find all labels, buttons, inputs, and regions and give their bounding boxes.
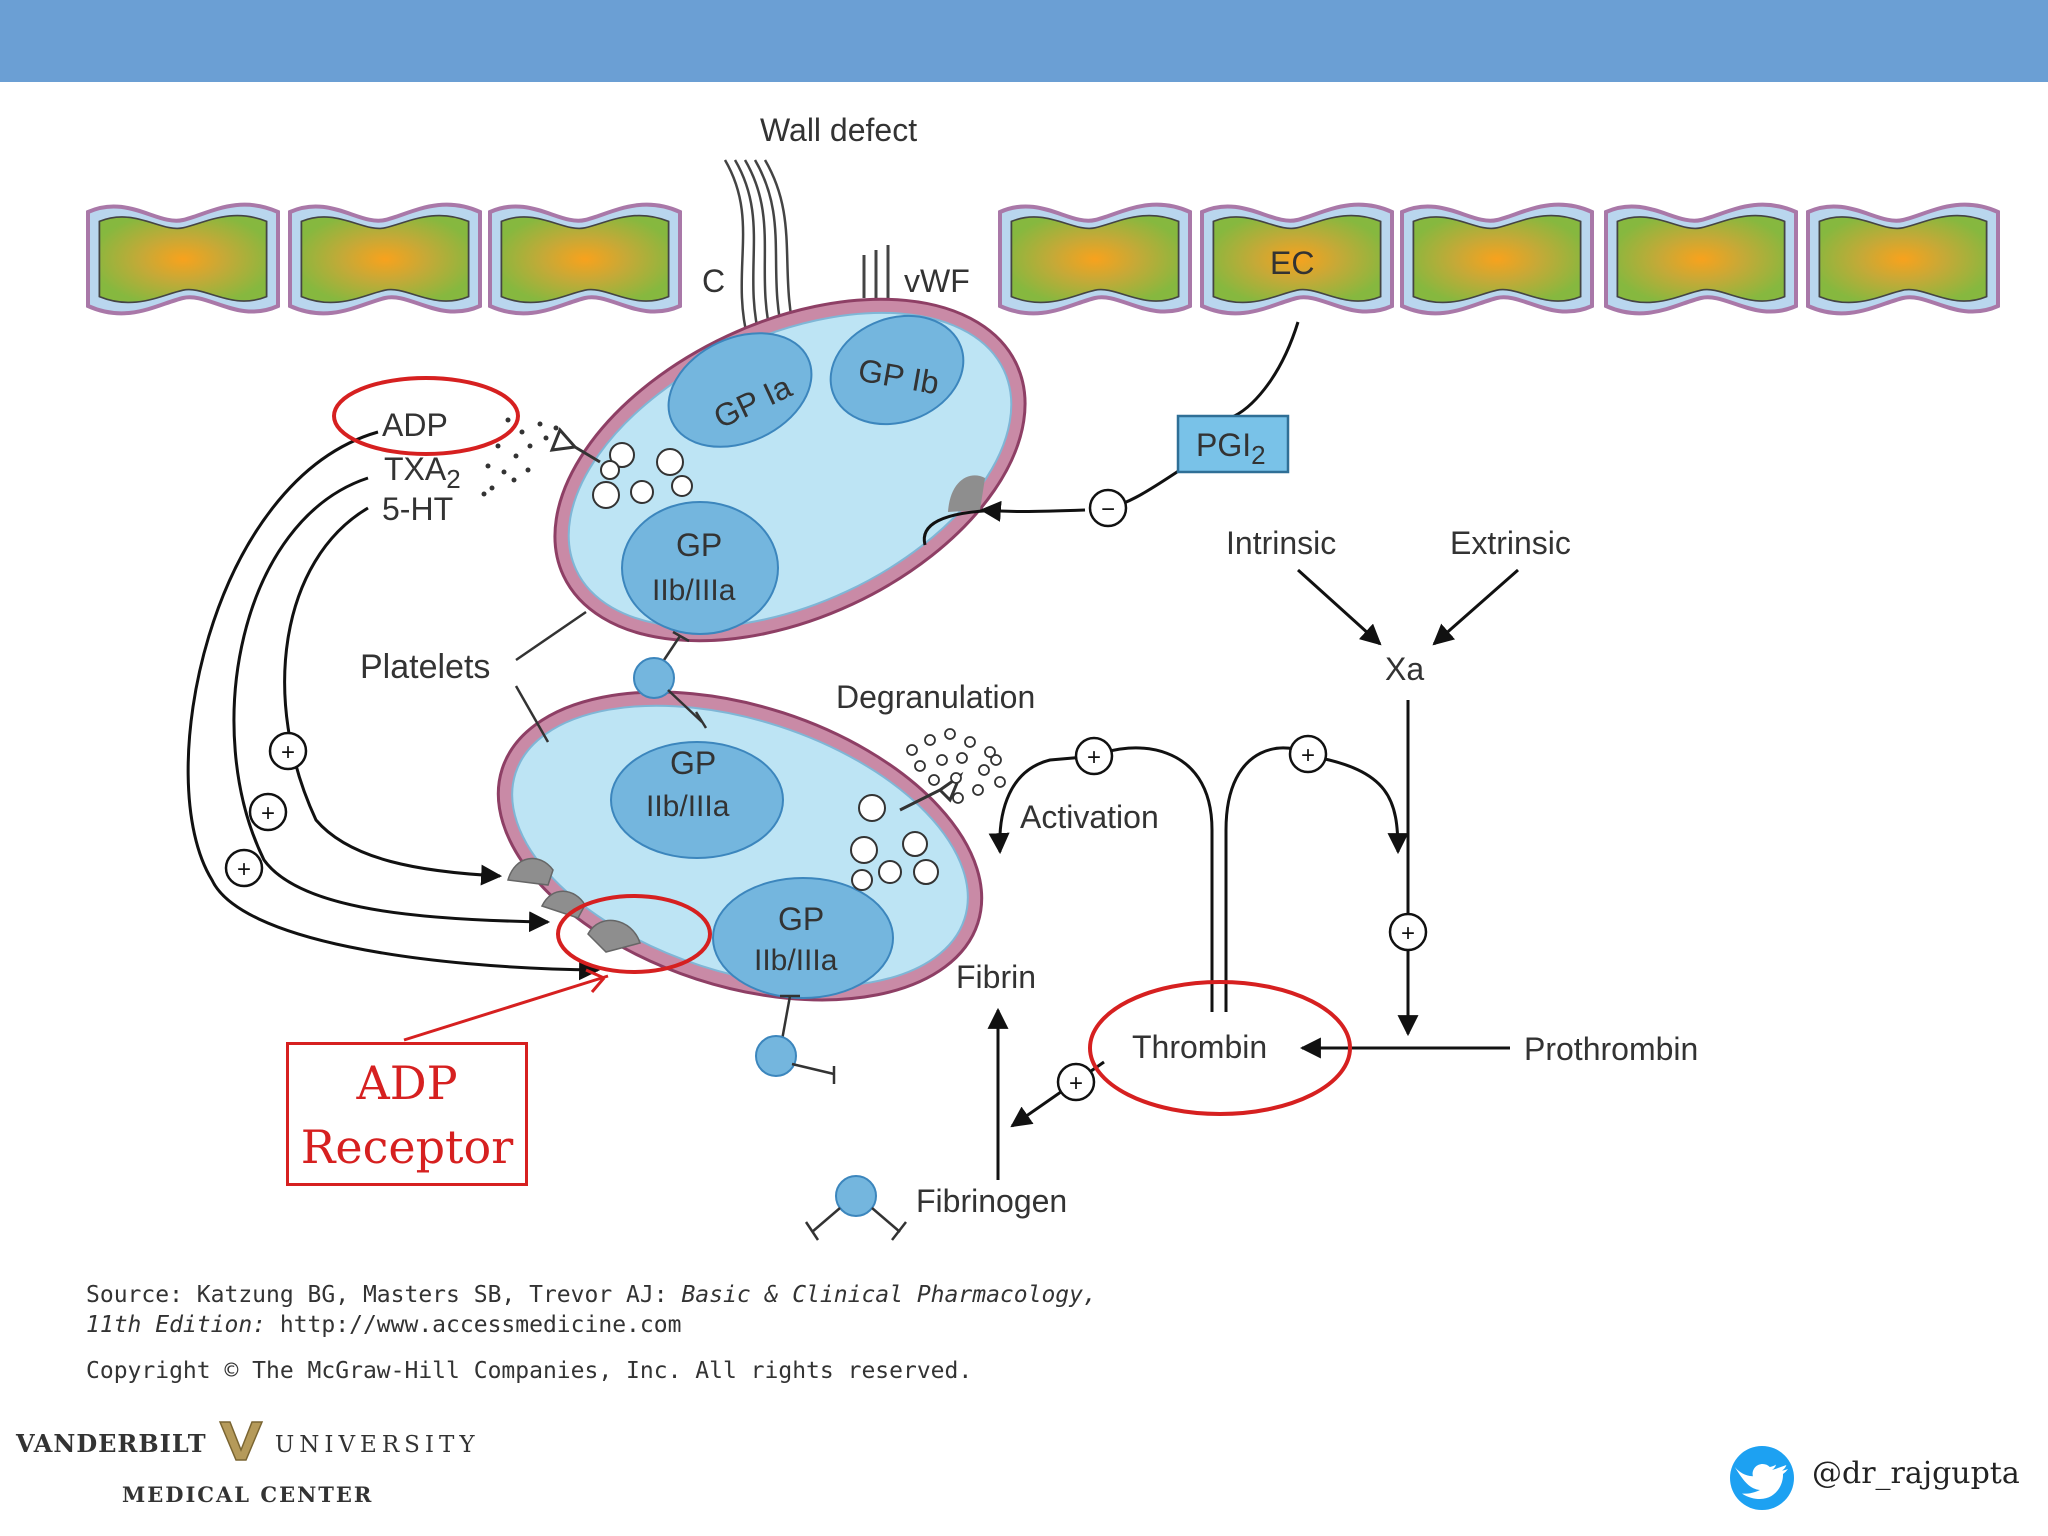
pgi2-label: PGI2 <box>1196 427 1266 470</box>
gp-label-upper: GP <box>676 527 722 563</box>
released-particles <box>481 417 559 497</box>
adp-label: ADP <box>382 407 448 443</box>
endothelial-cell-cytoplasm <box>300 214 470 304</box>
gp-iib-iiia-receptor-lower-left <box>610 741 784 859</box>
collagen-label: C <box>702 263 725 299</box>
fibrinogen-bound <box>755 994 836 1084</box>
logo-vanderbilt: VANDERBILT <box>16 1429 207 1458</box>
source-citation-line2: 11th Edition: http://www.accessmedicine.… <box>86 1312 681 1338</box>
pgi-receptor-upper <box>948 475 985 512</box>
wall-defect-label: Wall defect <box>760 112 917 148</box>
iib-iiia-label-upper: IIb/IIIa <box>652 574 736 607</box>
sign-glyphs: + + + + + + + − <box>237 496 1415 1097</box>
vwf-label: vWF <box>904 263 970 299</box>
source-citation-line1: Source: Katzung BG, Masters SB, Trevor A… <box>86 1282 1097 1308</box>
logo-medical-center: MEDICAL CENTER <box>122 1482 374 1507</box>
activation-label: Activation <box>1020 799 1159 835</box>
gp-ib-receptor <box>829 314 965 426</box>
txa2-label: TXA2 <box>384 451 461 494</box>
thrombin-label: Thrombin <box>1132 1029 1267 1065</box>
fibrinogen-molecule <box>804 1175 907 1241</box>
extrinsic-label: Extrinsic <box>1450 525 1571 561</box>
adp-receptor-callout-line1: ADP <box>356 1056 458 1110</box>
logo-university: UNIVERSITY <box>274 1432 480 1458</box>
plus-1: + <box>281 739 295 766</box>
prothrombin-label: Prothrombin <box>1524 1031 1698 1067</box>
sign-circles <box>224 488 1428 1102</box>
copyright-line: Copyright © The McGraw-Hill Companies, I… <box>86 1358 973 1384</box>
annotation-pointer <box>403 974 609 1042</box>
granules-lower <box>850 794 939 891</box>
twitter-bird-icon <box>1730 1446 1794 1510</box>
plus-2: + <box>261 800 275 827</box>
platelets-pointer-lines <box>514 610 587 743</box>
source-url: http://www.accessmedicine.com <box>266 1312 682 1338</box>
endothelial-cell-cytoplasm <box>98 214 268 304</box>
intrinsic-label: Intrinsic <box>1226 525 1336 561</box>
fibrin-label: Fibrin <box>956 959 1036 995</box>
twitter-handle: @dr_rajgupta <box>1812 1456 2020 1491</box>
fibrinogen-label: Fibrinogen <box>916 1183 1067 1219</box>
vanderbilt-logo: VANDERBILT UNIVERSITY MEDICAL CENTER <box>16 1420 480 1507</box>
plus-6: + <box>1401 920 1415 947</box>
annotation-highlights <box>332 376 1352 1116</box>
header-bar <box>0 0 2048 82</box>
five-ht-label: 5-HT <box>382 491 453 527</box>
oak-leaf-v-icon <box>218 1421 263 1461</box>
endothelial-cell-cytoplasm <box>1412 214 1582 304</box>
ec-label: EC <box>1270 245 1314 281</box>
endothelial-cell-cytoplasm <box>1010 214 1180 304</box>
source-edition: 11th Edition: <box>86 1312 267 1338</box>
granules-upper <box>592 442 693 509</box>
degranulation-particles <box>906 728 1006 804</box>
gp-label-lower-right: GP <box>778 901 824 937</box>
source-title: Basic & Clinical Pharmacology, <box>681 1282 1097 1308</box>
platelets-label: Platelets <box>360 648 490 686</box>
xa-label: Xa <box>1385 651 1424 687</box>
source-authors: Source: Katzung BG, Masters SB, Trevor A… <box>86 1282 682 1308</box>
degranulation-label: Degranulation <box>836 679 1035 715</box>
gp-iib-iiia-receptor-upper <box>621 501 779 635</box>
endothelial-cell-cytoplasm <box>1616 214 1786 304</box>
annotation-pointer-head <box>585 968 606 993</box>
gp-label-lower-left: GP <box>670 745 716 781</box>
fibrinogen-bridge <box>633 630 708 729</box>
degranulation-arrow <box>899 771 964 812</box>
adp-receptor-callout-line2: Receptor <box>300 1120 514 1174</box>
iib-iiia-label-lower-right: IIb/IIIa <box>754 944 838 977</box>
release-arrow <box>549 427 601 464</box>
plus-4: + <box>1087 744 1101 771</box>
minus-1: − <box>1101 496 1115 523</box>
plus-7: + <box>1069 1070 1083 1097</box>
endothelial-cell-row <box>86 202 2000 316</box>
endothelial-cell-cytoplasm <box>1818 214 1988 304</box>
gp-iib-iiia-receptor-lower-right <box>712 877 894 999</box>
iib-iiia-label-lower-left: IIb/IIIa <box>646 790 730 823</box>
plus-5: + <box>1301 742 1315 769</box>
gp-ia-receptor <box>667 332 813 448</box>
pgi2-box <box>1176 414 1290 474</box>
endothelial-cell-cytoplasm <box>1212 214 1382 304</box>
adp-receptor-callout: ADP Receptor <box>286 1042 528 1186</box>
endothelial-cell-cytoplasm <box>500 214 670 304</box>
plus-3: + <box>237 856 251 883</box>
